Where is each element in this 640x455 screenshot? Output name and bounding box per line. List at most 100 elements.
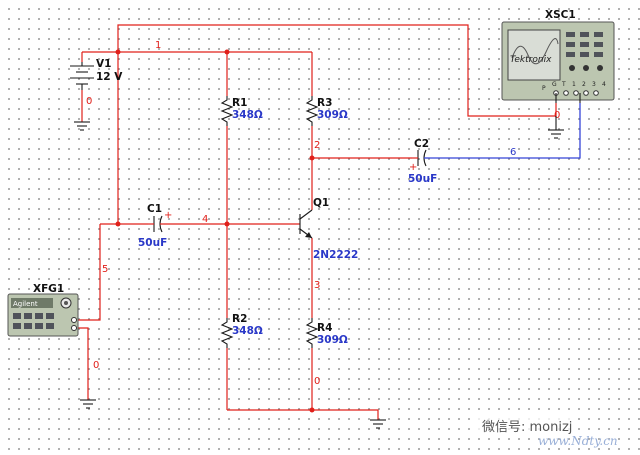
xsc1-waveform-icon: [511, 38, 559, 65]
xsc1-button[interactable]: [580, 52, 589, 57]
xfg1-terminal-icon[interactable]: [71, 317, 77, 323]
ground-bottom-icon: [370, 419, 386, 429]
resistor-r3-zigzag: [305, 96, 319, 126]
r2-value: 348Ω: [232, 325, 263, 337]
r2-ref: R2: [232, 313, 247, 325]
xsc1-channel-label: P: [542, 85, 546, 92]
xsc1-channel-label: T: [561, 81, 566, 88]
xfg1-brand: Agilent: [13, 300, 38, 308]
junctions: [115, 49, 315, 413]
c2-polarity: +: [409, 162, 417, 173]
q1-ref: Q1: [313, 197, 329, 209]
r1-value: 348Ω: [232, 109, 263, 121]
function-generator-xfg1[interactable]: XFG1 Agilent: [7, 283, 79, 337]
xfg1-knob-center: [64, 301, 68, 305]
c2-ref: C2: [414, 138, 429, 150]
net-label-6: 6: [510, 147, 516, 158]
resistor-r2-zigzag: [220, 318, 234, 348]
xsc1-button[interactable]: [566, 52, 575, 57]
battery-v1[interactable]: V1 12 V: [70, 58, 123, 90]
resistor-r1[interactable]: R1 348Ω: [220, 96, 263, 126]
v1-value: 12 V: [96, 71, 123, 83]
xsc1-terminal-icon[interactable]: [563, 90, 569, 96]
xsc1-knob-icon[interactable]: [583, 65, 589, 71]
net-label-0-v1: 0: [86, 96, 92, 107]
xsc1-button[interactable]: [566, 42, 575, 47]
junction-dot: [309, 407, 315, 413]
xsc1-button[interactable]: [566, 32, 575, 37]
xfg1-terminal-icon[interactable]: [71, 325, 77, 331]
xsc1-channel-label: G: [552, 81, 557, 88]
wire-net-5[interactable]: [78, 224, 101, 321]
xsc1-button[interactable]: [594, 52, 603, 57]
xsc1-brand: Tektronix: [510, 55, 552, 65]
r3-value: 309Ω: [317, 109, 348, 121]
net-label-1: 1: [155, 40, 161, 51]
net-label-0-xsc: 0: [554, 110, 560, 121]
capacitor-c2[interactable]: C2 + 50uF: [408, 138, 437, 185]
xsc1-button[interactable]: [594, 32, 603, 37]
xfg1-button[interactable]: [46, 313, 54, 319]
xsc1-button[interactable]: [580, 42, 589, 47]
ground-v1-icon: [74, 121, 90, 131]
net-label-0-xfg: 0: [93, 360, 99, 371]
ground-xfg-icon: [80, 399, 96, 409]
xfg1-brand-plate: [11, 298, 53, 308]
xsc1-knob-icon[interactable]: [569, 65, 575, 71]
xsc1-channel-label: 1: [572, 81, 576, 88]
c1-polarity: +: [164, 210, 172, 221]
q1-collector: [299, 209, 313, 220]
xfg1-button[interactable]: [35, 313, 43, 319]
resistor-r4[interactable]: R4 309Ω: [305, 318, 348, 348]
xsc1-button[interactable]: [580, 32, 589, 37]
wire-net-6[interactable]: [428, 103, 581, 159]
net-label-4: 4: [202, 214, 208, 225]
junction-dot: [309, 155, 315, 161]
net-label-0-r4: 0: [314, 376, 320, 387]
watermark-site: www.Ndty.cn: [538, 434, 618, 448]
transistor-q1[interactable]: Q1 2N2222: [299, 197, 358, 261]
xsc1-channel-label: 2: [582, 81, 586, 88]
ground-xsc-icon: [548, 116, 564, 139]
xsc1-terminal-icon[interactable]: [573, 90, 579, 96]
resistor-r3[interactable]: R3 309Ω: [305, 96, 348, 126]
xfg1-button[interactable]: [13, 313, 21, 319]
xfg1-button[interactable]: [24, 323, 32, 329]
xsc1-screen: [507, 29, 561, 81]
junction-dot: [224, 221, 230, 227]
xsc1-knob-icon[interactable]: [597, 65, 603, 71]
r4-value: 309Ω: [317, 334, 348, 346]
net-label-2: 2: [314, 140, 320, 151]
resistor-r1-zigzag: [220, 96, 234, 126]
xsc1-ref: XSC1: [545, 9, 576, 21]
c1-ref: C1: [147, 203, 162, 215]
watermark-wechat: 微信号: monizj: [478, 414, 577, 437]
r4-ref: R4: [317, 322, 332, 334]
wire-net-0-xfg[interactable]: [78, 327, 89, 400]
c2-value: 50uF: [408, 173, 437, 185]
xsc1-terminal-icon[interactable]: [593, 90, 599, 96]
resistor-r2[interactable]: R2 348Ω: [220, 313, 263, 348]
xfg1-ref: XFG1: [33, 283, 64, 295]
wires-red: [78, 24, 557, 420]
capacitor-c1[interactable]: C1 + 50uF: [138, 203, 172, 249]
net-label-5: 5: [102, 264, 108, 275]
wire-net-1[interactable]: [117, 24, 557, 117]
xsc1-terminal-icon[interactable]: [583, 90, 589, 96]
resistor-r4-zigzag: [305, 318, 319, 348]
xfg1-button[interactable]: [13, 323, 21, 329]
junction-dot: [224, 49, 230, 55]
wire-net-0-bottom[interactable]: [227, 409, 379, 420]
junction-dot: [115, 221, 121, 227]
junction-dot: [115, 49, 121, 55]
net-label-3: 3: [314, 280, 320, 291]
xfg1-button[interactable]: [35, 323, 43, 329]
xsc1-button[interactable]: [594, 42, 603, 47]
v1-ref: V1: [96, 58, 111, 70]
xfg1-button[interactable]: [24, 313, 32, 319]
r3-ref: R3: [317, 97, 332, 109]
xsc1-channel-label: 4: [602, 81, 606, 88]
xfg1-button[interactable]: [46, 323, 54, 329]
oscilloscope-xsc1[interactable]: XSC1 Tektronix P G T 1 2 3 4: [501, 9, 615, 103]
